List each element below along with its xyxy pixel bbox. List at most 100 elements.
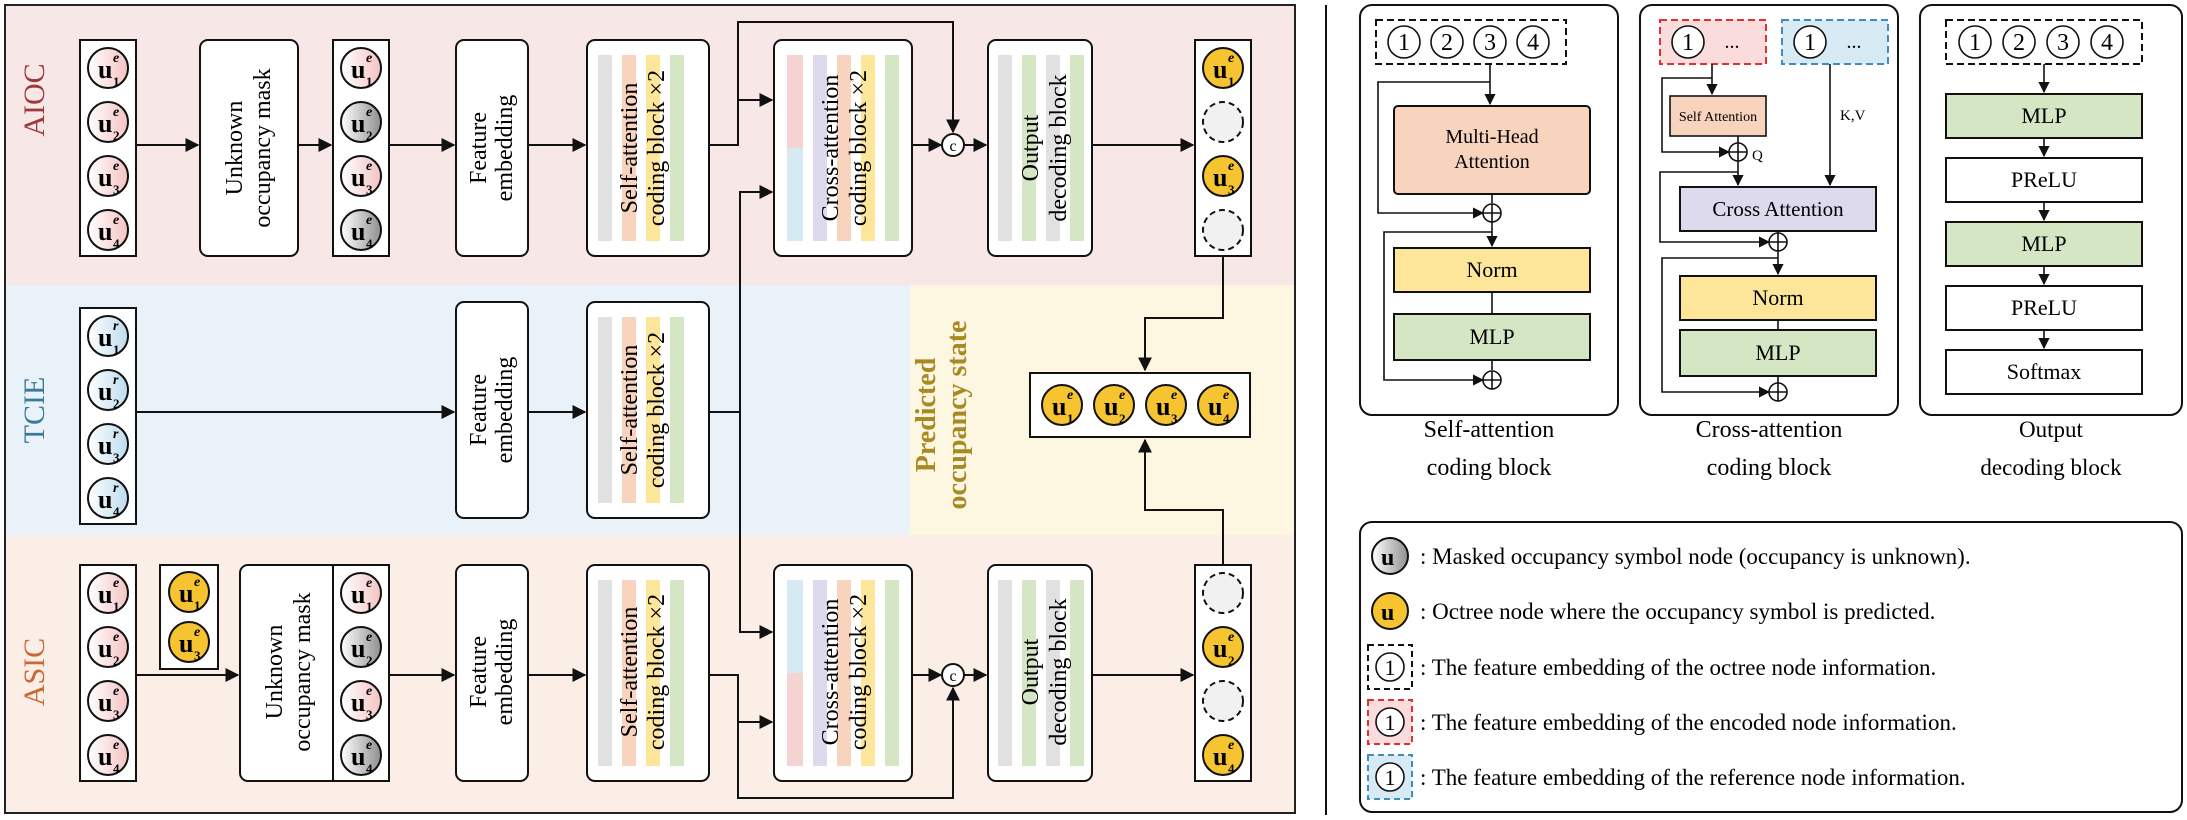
aioc-mask-label-1: Unknown xyxy=(222,101,248,196)
svg-text:3: 3 xyxy=(194,648,201,663)
svg-text:2: 2 xyxy=(2013,30,2025,56)
ca-cross-attention-label: Cross Attention xyxy=(1712,197,1844,221)
svg-text:3: 3 xyxy=(366,707,373,722)
svg-text:1: 1 xyxy=(1398,30,1410,56)
legend-octree-embedding: 1 : The feature embedding of the octree … xyxy=(1367,644,1936,690)
svg-text:e: e xyxy=(194,575,200,590)
svg-text:e: e xyxy=(1171,388,1177,403)
legend-encoded-embedding: 1 : The feature embedding of the encoded… xyxy=(1367,699,1957,745)
od-mlp-2-label: MLP xyxy=(2021,231,2066,256)
sa-norm-block xyxy=(1393,247,1591,293)
tcie-fe-label-1: Feature xyxy=(466,374,492,446)
svg-text:u: u xyxy=(98,431,112,460)
svg-text:e: e xyxy=(113,159,119,174)
svg-text:2: 2 xyxy=(113,128,120,143)
svg-text:: The feature embedding of the: : The feature embedding of the octree no… xyxy=(1420,655,1936,680)
svg-text:u: u xyxy=(98,109,112,138)
asic-unknown-mask-block xyxy=(239,564,339,782)
svg-text:3: 3 xyxy=(113,450,120,465)
ca-kv-label: K,V xyxy=(1840,108,1866,124)
sa-mha-label-2: Attention xyxy=(1454,151,1530,173)
svg-text:u: u xyxy=(351,217,365,246)
svg-text:e: e xyxy=(1067,388,1073,403)
svg-text:u: u xyxy=(98,377,112,406)
asic-cross-attention-block: Cross-attention coding block ×2 xyxy=(773,564,913,782)
svg-text:u: u xyxy=(1104,392,1118,421)
ca-q-label: Q xyxy=(1752,148,1763,164)
ca-reference-dots: ... xyxy=(1847,31,1862,53)
svg-text:u: u xyxy=(351,634,365,663)
svg-text:e: e xyxy=(366,684,372,699)
row-label-tcie: TCIE xyxy=(18,377,51,444)
svg-text:u: u xyxy=(98,580,112,609)
od-prelu-1-label: PReLU xyxy=(2011,167,2077,192)
od-mlp-1-label: MLP xyxy=(2021,103,2066,128)
svg-text:1: 1 xyxy=(366,74,373,89)
svg-text:u: u xyxy=(1213,163,1227,192)
asic-fe-label-1: Feature xyxy=(466,636,492,708)
svg-text:e: e xyxy=(366,738,372,753)
svg-text:e: e xyxy=(1119,388,1125,403)
svg-text:1: 1 xyxy=(113,599,120,614)
svg-text:1: 1 xyxy=(366,599,373,614)
aioc-cross-attention-block: Cross-attention coding block ×2 xyxy=(773,39,913,257)
svg-text:e: e xyxy=(366,213,372,228)
svg-text:e: e xyxy=(113,684,119,699)
ca-self-attention-label: Self Attention xyxy=(1679,110,1757,125)
aioc-sa-label-2: coding block ×2 xyxy=(644,70,670,226)
od-mlp-2 xyxy=(1945,221,2143,267)
aioc-feature-embedding-block xyxy=(455,39,529,257)
sa-title-2: coding block xyxy=(1427,455,1552,481)
ca-self-attention-block xyxy=(1669,95,1767,137)
svg-text:u: u xyxy=(1052,392,1066,421)
aioc-od-label-1: Output xyxy=(1018,114,1044,181)
svg-text:3: 3 xyxy=(1484,30,1496,56)
tcie-feature-embedding-block xyxy=(455,301,529,519)
aioc-ca-label-1: Cross-attention xyxy=(818,75,844,222)
legend-predicted: u : Octree node where the occupancy symb… xyxy=(1371,592,1935,630)
svg-text:e: e xyxy=(113,576,119,591)
svg-text:2: 2 xyxy=(366,653,373,668)
svg-text:u: u xyxy=(351,163,365,192)
svg-text:u: u xyxy=(1213,55,1227,84)
svg-text:1: 1 xyxy=(1969,30,1981,56)
sa-norm-label: Norm xyxy=(1466,257,1517,282)
sa-mha-block xyxy=(1393,105,1591,195)
ca-encoded-num-label: 1 xyxy=(1682,30,1694,56)
svg-text:e: e xyxy=(113,105,119,120)
svg-text:e: e xyxy=(1228,630,1234,645)
sa-mlp-label: MLP xyxy=(1469,324,1514,349)
svg-text:e: e xyxy=(366,576,372,591)
asic-ca-label-2: coding block ×2 xyxy=(846,594,872,750)
svg-text:e: e xyxy=(1228,738,1234,753)
svg-text:3: 3 xyxy=(1228,182,1235,197)
aioc-concat-label: c xyxy=(949,138,956,155)
svg-text:e: e xyxy=(366,159,372,174)
svg-text:u: u xyxy=(1208,392,1222,421)
svg-text:1: 1 xyxy=(1385,710,1396,735)
svg-text:3: 3 xyxy=(113,707,120,722)
svg-text:1: 1 xyxy=(1385,655,1396,680)
aioc-ca-label-2: coding block ×2 xyxy=(846,70,872,226)
svg-text:u: u xyxy=(351,55,365,84)
svg-text:e: e xyxy=(194,625,200,640)
asic-ca-label-1: Cross-attention xyxy=(818,599,844,746)
svg-text:u: u xyxy=(179,629,193,658)
asic-od-label-2: decoding block xyxy=(1046,598,1072,745)
ca-norm-label: Norm xyxy=(1752,285,1803,310)
svg-text:r: r xyxy=(113,481,119,496)
svg-text:e: e xyxy=(1228,51,1234,66)
ca-mlp-block xyxy=(1679,329,1877,377)
svg-text:u: u xyxy=(351,742,365,771)
aioc-unknown-mask-block xyxy=(199,39,299,257)
svg-text:r: r xyxy=(113,427,119,442)
od-title-1: Output xyxy=(2019,417,2084,442)
ca-title-2: coding block xyxy=(1707,455,1832,481)
